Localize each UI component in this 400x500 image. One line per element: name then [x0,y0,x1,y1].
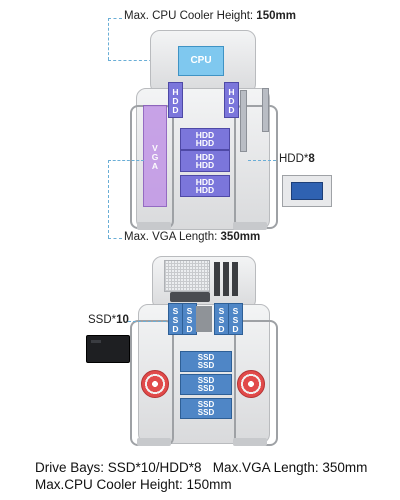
motherboard-tray [196,306,212,332]
fan-left-icon [141,370,169,398]
top-case-rod-left [240,90,247,152]
top-case-rod-right [262,88,269,132]
vga-callout-label: Max. VGA Length: [124,231,221,243]
hdd-drive-label: HDD [195,160,215,170]
hdd-side-left: HDD [168,82,183,118]
ssd-drive-image [86,335,130,363]
top-case-foot-right [233,222,267,230]
ssd-side-left-2-label: SSD [184,305,195,333]
ssd-callout-line [128,321,166,322]
vga-callout: Max. VGA Length: 350mm [124,231,260,243]
ssd-side-right-2-label: SSD [230,305,241,333]
hdd-side-right: HDD [224,82,239,118]
ssd-side-right-1: SSD [214,303,229,335]
hdd-callout: HDD*8 [279,153,315,165]
hdd-drive-label: HDD [195,177,215,187]
fan-right-icon [237,370,265,398]
caption-line-1: Drive Bays: SSD*10/HDD*8 Max.VGA Length:… [35,460,368,475]
ssd-callout: SSD*10 [88,314,129,326]
hdd-callout-line [248,160,276,161]
cpu-cooler-callout-label: Max. CPU Cooler Height: [124,10,257,22]
ssd-side-right-2: SSD [228,303,243,335]
hdd-drive-label: HDD [195,185,215,195]
vga-card: VGA [143,105,167,207]
cpu-callout-line-h2 [108,60,178,61]
cpu-block: CPU [178,46,224,76]
expansion-slots [214,262,244,296]
cpu-label: CPU [190,55,212,66]
hdd-callout-value: 8 [308,153,315,165]
hdd-drive-label: HDD [195,130,215,140]
hdd-drive-label: HDD [195,138,215,148]
caption-line-2: Max.CPU Cooler Height: 150mm [35,477,232,492]
top-case-foot-left [137,222,171,230]
cpu-cooler-callout: Max. CPU Cooler Height: 150mm [124,10,296,22]
ssd-drive-label: SSD [197,375,215,385]
ssd-side-left-2: SSD [182,303,197,335]
ssd-side-left-1-label: SSD [170,305,181,333]
cpu-callout-line-h [108,18,122,19]
hdd-drive-label: HDD [195,152,215,162]
vga-callout-value: 350mm [220,231,261,243]
ssd-drive-label: SSD [197,399,215,409]
ssd-drive-label: SSD [197,383,215,393]
vga-callout-line-h2 [108,238,122,239]
vga-callout-line-h [108,160,144,161]
bottom-case-foot-right [233,438,267,446]
io-panel [170,292,210,302]
hdd-callout-label: HDD* [279,153,309,165]
vga-label: VGA [150,142,160,170]
ssd-drive-label: SSD [197,360,215,370]
ssd-drive-label: SSD [197,407,215,417]
bottom-case-foot-left [137,438,171,446]
ssd-side-right-1-label: SSD [216,305,227,333]
ssd-callout-value: 10 [116,314,129,326]
bottom-case-mesh-panel [164,260,210,292]
vga-callout-line-v [108,160,109,238]
ssd-callout-label: SSD* [88,314,117,326]
hdd-drive-image [282,175,332,207]
cpu-callout-line-v [108,18,109,60]
cpu-cooler-callout-value: 150mm [256,10,296,22]
hdd-side-right-label: HDD [226,86,237,114]
ssd-drive-label: SSD [197,352,215,362]
hdd-side-left-label: HDD [170,86,181,114]
ssd-side-left-1: SSD [168,303,183,335]
